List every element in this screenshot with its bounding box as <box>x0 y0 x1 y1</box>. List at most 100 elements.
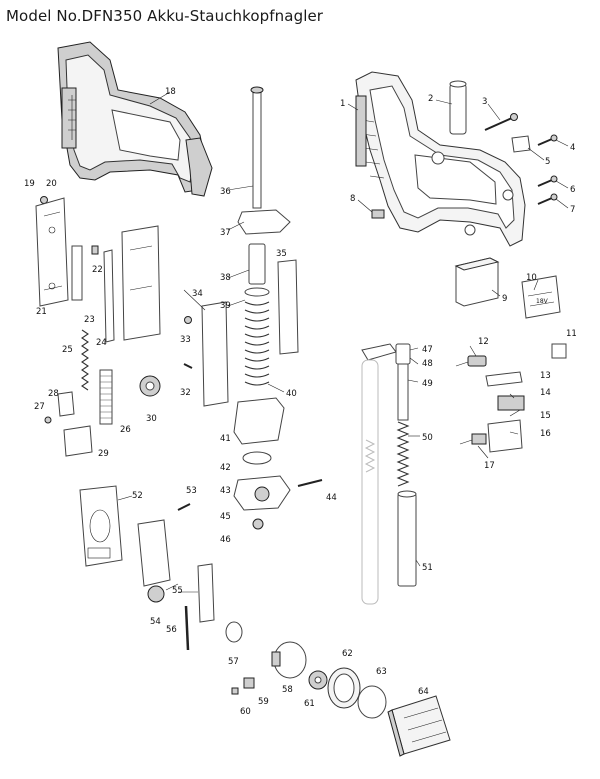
callout-53: 53 <box>186 486 197 496</box>
driver-rod <box>250 86 264 209</box>
callout-32: 32 <box>180 388 191 398</box>
top-cylinder <box>449 80 467 135</box>
nut-46 <box>252 518 264 530</box>
callout-4: 4 <box>570 143 575 153</box>
terminal-block: 18V <box>521 275 561 319</box>
callout-2: 2 <box>428 94 433 104</box>
motor-64 <box>387 695 451 757</box>
page-title: Model No.DFN350 Akku-Stauchkopfnagler <box>6 7 324 25</box>
callout-62: 62 <box>342 649 353 659</box>
callout-60: 60 <box>240 707 251 717</box>
callout-10: 10 <box>526 273 537 283</box>
rod-49 <box>397 363 409 421</box>
callout-12: 12 <box>478 337 489 347</box>
callout-54: 54 <box>150 617 161 627</box>
callout-23: 23 <box>84 315 95 325</box>
callout-33: 33 <box>180 335 191 345</box>
callout-6: 6 <box>570 185 575 195</box>
callout-38: 38 <box>220 273 231 283</box>
screw-33 <box>184 316 192 324</box>
spring-50 <box>396 421 410 487</box>
callout-17: 17 <box>484 461 495 471</box>
housing-right-half <box>355 71 526 247</box>
callout-63: 63 <box>376 667 387 677</box>
ring-42 <box>242 451 272 465</box>
callout-15: 15 <box>540 411 551 421</box>
callout-25: 25 <box>62 345 73 355</box>
callout-61: 61 <box>304 699 315 709</box>
carriage-41 <box>233 397 285 445</box>
sleeve-38 <box>248 243 266 285</box>
callout-16: 16 <box>540 429 551 439</box>
callout-14: 14 <box>540 388 551 398</box>
callout-5: 5 <box>545 157 550 167</box>
gear-58 <box>271 641 307 679</box>
callout-52: 52 <box>132 491 143 501</box>
spring-25 <box>81 329 89 391</box>
leader-lines <box>117 91 569 593</box>
callout-46: 46 <box>220 535 231 545</box>
driver-head <box>237 209 291 235</box>
battery-cover <box>454 257 500 307</box>
callout-34: 34 <box>192 289 203 299</box>
small-connector <box>371 209 385 219</box>
bracket-55 <box>197 563 215 623</box>
callout-36: 36 <box>220 187 231 197</box>
cap-48 <box>395 343 411 365</box>
callout-50: 50 <box>422 433 433 443</box>
callout-48: 48 <box>422 359 433 369</box>
callout-19: 19 <box>24 179 35 189</box>
housing-left-half <box>57 41 213 197</box>
callout-22: 22 <box>92 265 103 275</box>
part-59 <box>243 677 255 689</box>
callout-45: 45 <box>220 512 231 522</box>
lever-47 <box>361 343 397 361</box>
callout-29: 29 <box>98 449 109 459</box>
washer-57 <box>225 621 243 643</box>
callout-42: 42 <box>220 463 231 473</box>
callout-24: 24 <box>96 338 107 348</box>
svg-text:18V: 18V <box>536 298 549 305</box>
gear-assembly-54 <box>137 519 171 603</box>
callout-1: 1 <box>340 99 345 109</box>
tube-51 <box>397 490 417 587</box>
callout-47: 47 <box>422 345 433 355</box>
tube-26 <box>99 369 113 425</box>
callout-37: 37 <box>220 228 231 238</box>
left-cover-plates <box>35 196 161 343</box>
callout-13: 13 <box>540 371 551 381</box>
ring-39 <box>244 287 270 297</box>
callout-40: 40 <box>286 389 297 399</box>
small-plate <box>551 343 567 359</box>
callout-41: 41 <box>220 434 231 444</box>
callout-64: 64 <box>418 687 429 697</box>
side-plate-35 <box>277 259 299 355</box>
callout-21: 21 <box>36 307 47 317</box>
callout-35: 35 <box>276 249 287 259</box>
clip-part <box>511 135 531 153</box>
callout-51: 51 <box>422 563 433 573</box>
screw-44 <box>297 479 323 487</box>
callout-8: 8 <box>350 194 355 204</box>
screw-53 <box>177 503 191 511</box>
gear-61 <box>308 670 328 690</box>
callout-7: 7 <box>570 205 575 215</box>
pin-56 <box>184 605 190 651</box>
callout-39: 39 <box>220 301 231 311</box>
part-60 <box>231 687 239 695</box>
switch-assembly <box>455 355 525 453</box>
ring-gear-62 <box>327 667 361 709</box>
callout-59: 59 <box>258 697 269 707</box>
guide-plate-34 <box>201 301 229 407</box>
callout-28: 28 <box>48 389 59 399</box>
gear-30 <box>139 375 161 397</box>
callout-55: 55 <box>172 586 183 596</box>
callout-3: 3 <box>482 97 487 107</box>
callout-49: 49 <box>422 379 433 389</box>
callout-44: 44 <box>326 493 337 503</box>
callout-26: 26 <box>120 425 131 435</box>
latch-parts <box>44 391 93 457</box>
callout-11: 11 <box>566 329 577 339</box>
callout-18: 18 <box>165 87 176 97</box>
